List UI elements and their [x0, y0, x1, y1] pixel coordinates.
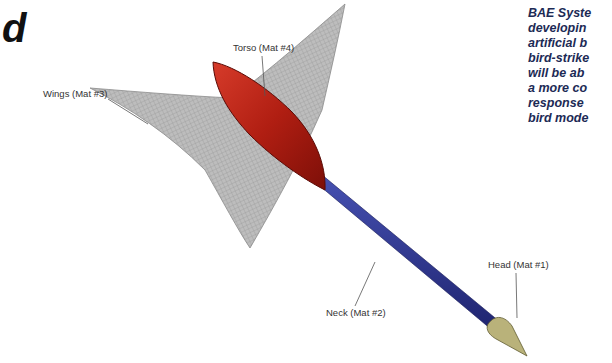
head-cone — [487, 317, 527, 356]
caption-line: artificial b — [528, 36, 587, 51]
leader-line — [262, 56, 265, 96]
caption-line: BAE Syste — [528, 6, 591, 21]
caption-line: bird-strike — [528, 51, 589, 66]
torso-body — [213, 62, 325, 190]
caption-line: bird mode — [528, 111, 588, 126]
part-label: Torso (Mat #4) — [233, 42, 294, 54]
part-label: Neck (Mat #2) — [326, 307, 386, 319]
leader-line — [355, 262, 375, 306]
leader-line — [108, 99, 148, 124]
caption-line: will be ab — [528, 66, 584, 81]
neck-rod — [296, 160, 500, 330]
part-label: Head (Mat #1) — [488, 259, 549, 271]
caption-line: response — [528, 96, 584, 111]
caption-line: developin — [528, 21, 586, 36]
caption-line: a more co — [528, 81, 587, 96]
part-label: Wings (Mat #3) — [43, 88, 107, 100]
heading-fragment: d — [2, 6, 26, 50]
wings-mesh — [90, 4, 345, 248]
leader-line — [516, 273, 517, 318]
